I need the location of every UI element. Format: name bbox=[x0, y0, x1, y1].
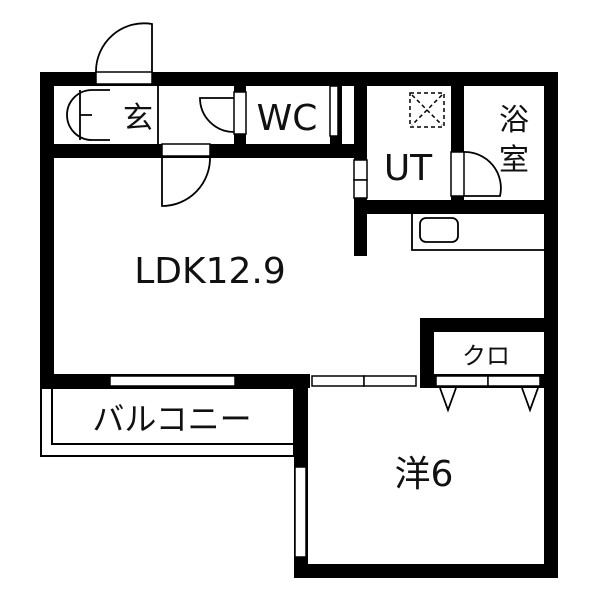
sink-icon bbox=[419, 217, 459, 243]
room-label-balcony: バルコニー bbox=[92, 400, 251, 438]
room-label-bath-1: 浴 bbox=[499, 103, 529, 138]
door-swings bbox=[66, 22, 539, 413]
room-label-western-room: 洋6 bbox=[395, 454, 454, 495]
room-label-utility: UT bbox=[384, 148, 433, 189]
room-label-ldk: LDK12.9 bbox=[134, 251, 286, 292]
room-label-wc: WC bbox=[257, 98, 318, 139]
openings bbox=[95, 71, 541, 558]
room-label-bath-2: 室 bbox=[499, 143, 529, 178]
balcony bbox=[40, 387, 295, 457]
room-label-closet: クロ bbox=[462, 342, 510, 370]
ventilation-icon bbox=[409, 92, 445, 128]
room-label-entrance: 玄 bbox=[123, 101, 153, 136]
kitchen-counter bbox=[411, 214, 544, 251]
